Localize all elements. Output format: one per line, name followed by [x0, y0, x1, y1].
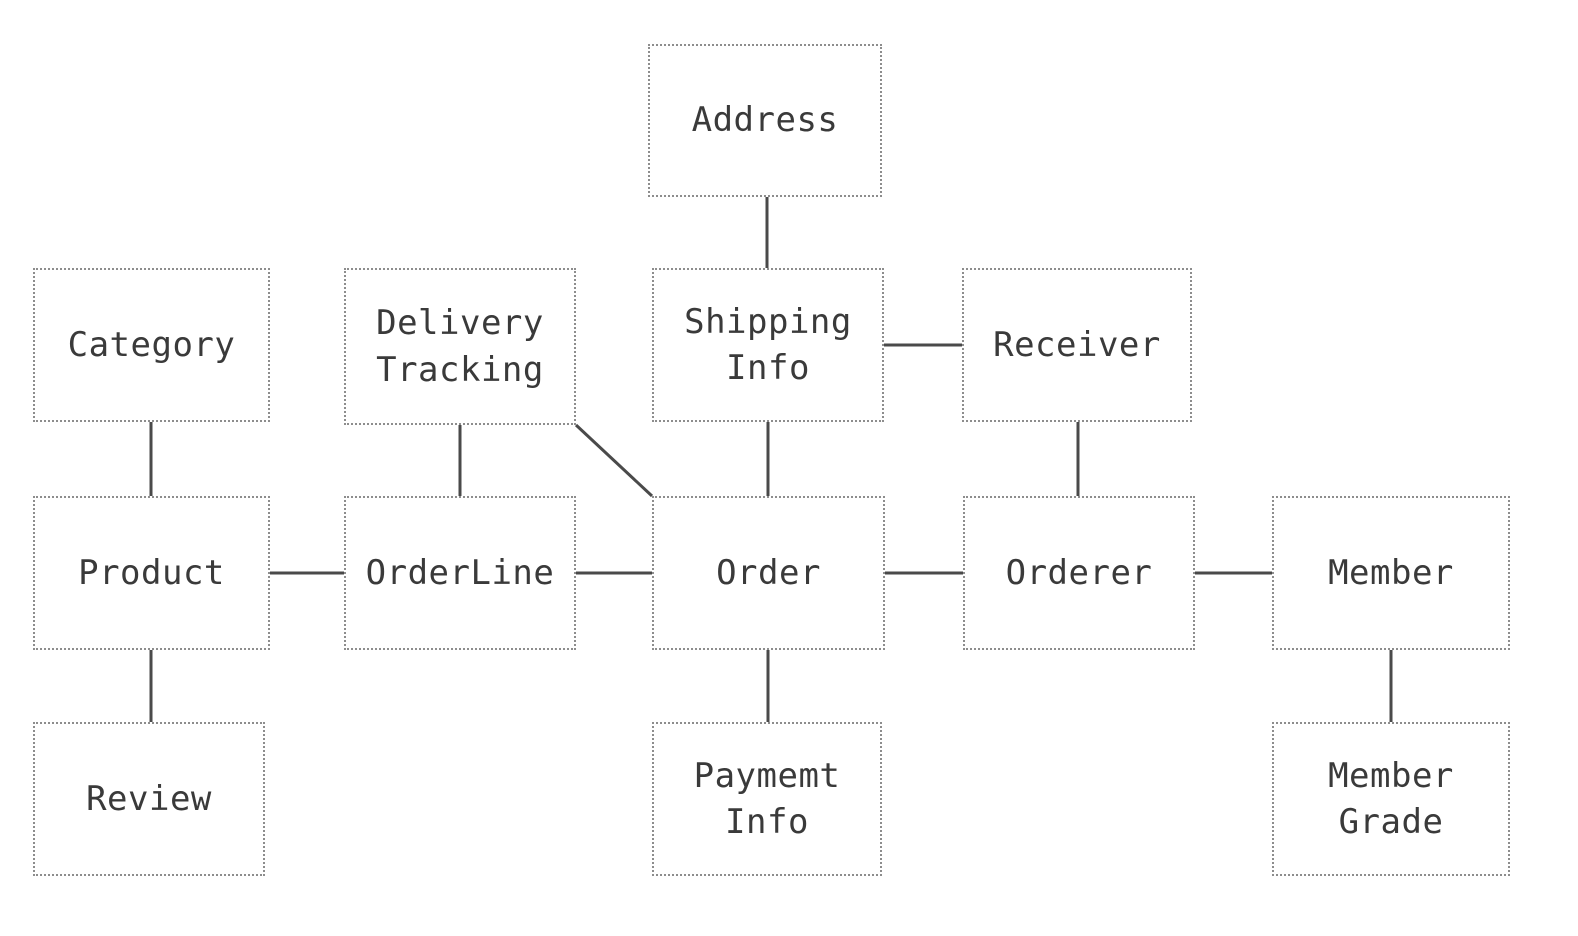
entity-label-address: Address: [691, 100, 839, 141]
entity-label-order: Order: [716, 552, 821, 593]
entity-box-member[interactable]: Member: [1272, 496, 1510, 650]
entity-box-payment-info[interactable]: Paymemt Info: [652, 722, 882, 876]
entity-box-category[interactable]: Category: [33, 268, 270, 422]
entity-box-orderer[interactable]: Orderer: [963, 496, 1195, 650]
entity-label-payment-info: Paymemt Info: [693, 755, 841, 842]
connector-delivery-tracking-order: [574, 423, 654, 498]
entity-label-order-line: OrderLine: [365, 552, 555, 593]
entity-box-order-line[interactable]: OrderLine: [344, 496, 576, 650]
entity-label-orderer: Orderer: [1005, 552, 1153, 593]
entity-box-member-grade[interactable]: Member Grade: [1272, 722, 1510, 876]
entity-label-receiver: Receiver: [993, 324, 1161, 365]
entity-box-receiver[interactable]: Receiver: [962, 268, 1192, 422]
entity-label-review: Review: [86, 778, 212, 819]
entity-box-review[interactable]: Review: [33, 722, 265, 876]
entity-box-address[interactable]: Address: [648, 44, 882, 197]
entity-label-product: Product: [78, 552, 225, 593]
entity-label-member: Member: [1328, 552, 1454, 593]
entity-box-product[interactable]: Product: [33, 496, 270, 650]
entity-label-member-grade: Member Grade: [1328, 755, 1454, 842]
entity-label-delivery-tracking: Delivery Tracking: [376, 303, 544, 390]
entity-label-shipping-info: Shipping Info: [684, 301, 852, 388]
entity-box-order[interactable]: Order: [652, 496, 885, 650]
entity-box-shipping-info[interactable]: Shipping Info: [652, 268, 884, 422]
entity-label-category: Category: [67, 324, 236, 365]
entity-box-delivery-tracking[interactable]: Delivery Tracking: [344, 268, 576, 425]
